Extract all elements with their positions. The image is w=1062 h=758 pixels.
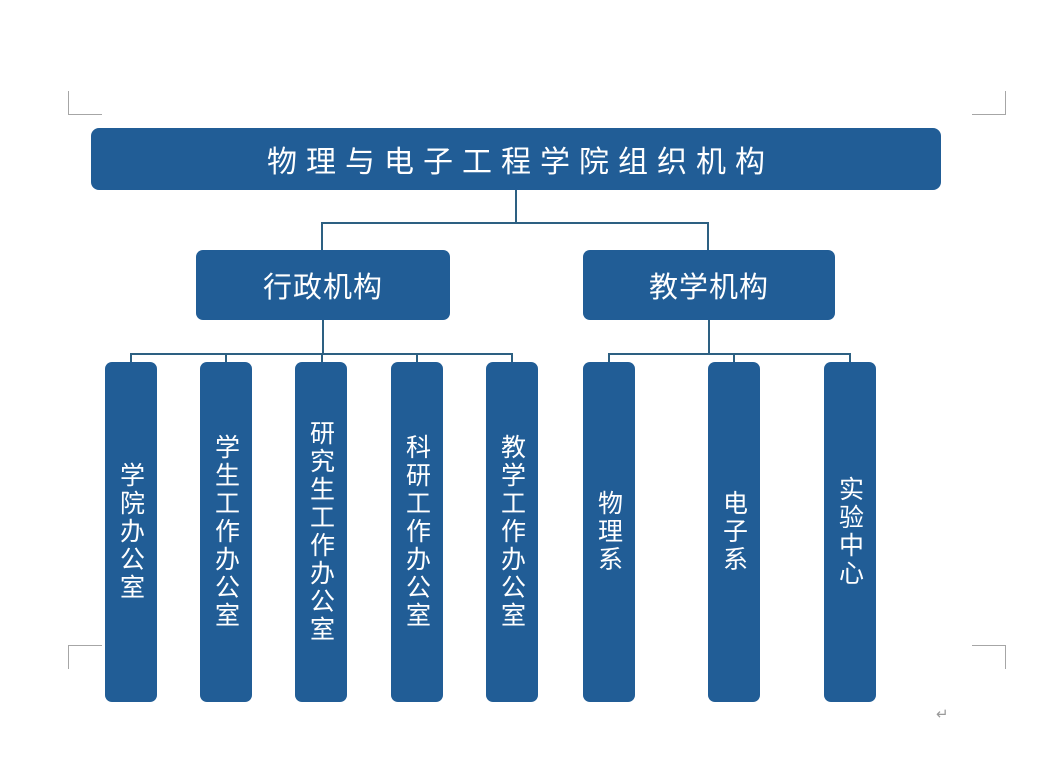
org-node-graduate-affairs-office[interactable]: 研究生工作办公室 <box>295 362 347 702</box>
connector-admin-drop-2 <box>225 353 227 363</box>
org-node-teaching-label: 教学机构 <box>648 270 769 304</box>
org-node-physics-department[interactable]: 物理系 <box>583 362 635 702</box>
org-node-graduate-affairs-office-label: 研究生工作办公室 <box>306 420 336 644</box>
org-node-research-affairs-office-label: 科研工作办公室 <box>402 434 432 630</box>
crop-mark-top-left-icon <box>68 91 102 115</box>
connector-drop-admin <box>321 222 323 251</box>
org-node-student-affairs-office-label: 学生工作办公室 <box>211 434 241 630</box>
connector-admin-drop-3 <box>321 353 323 363</box>
org-node-experiment-center-label: 实验中心 <box>835 476 865 588</box>
connector-teaching-drop-1 <box>608 353 610 363</box>
connector-teaching-stem <box>708 320 710 355</box>
connector-teaching-bus <box>608 353 851 355</box>
org-node-teaching-affairs-office-label: 教学工作办公室 <box>497 434 527 630</box>
org-node-root-label: 物理与电子工程学院组织机构 <box>267 145 774 180</box>
connector-admin-stem <box>322 320 324 355</box>
connector-title-bus <box>321 222 709 224</box>
org-node-electronics-department-label: 电子系 <box>719 490 749 574</box>
org-node-teaching-affairs-office[interactable]: 教学工作办公室 <box>486 362 538 702</box>
connector-teaching-drop-2 <box>733 353 735 363</box>
connector-admin-drop-4 <box>416 353 418 363</box>
crop-mark-bottom-left-icon <box>68 645 102 669</box>
connector-admin-drop-1 <box>130 353 132 363</box>
connector-drop-teaching <box>707 222 709 251</box>
org-node-college-office[interactable]: 学院办公室 <box>105 362 157 702</box>
org-node-research-affairs-office[interactable]: 科研工作办公室 <box>391 362 443 702</box>
connector-title-stem <box>515 190 517 223</box>
org-node-physics-department-label: 物理系 <box>594 490 624 574</box>
crop-mark-bottom-right-icon <box>972 645 1006 669</box>
org-node-college-office-label: 学院办公室 <box>116 462 146 602</box>
org-node-teaching[interactable]: 教学机构 <box>583 250 835 320</box>
connector-admin-drop-5 <box>511 353 513 363</box>
org-node-root[interactable]: 物理与电子工程学院组织机构 <box>91 128 941 190</box>
org-node-electronics-department[interactable]: 电子系 <box>708 362 760 702</box>
crop-mark-top-right-icon <box>972 91 1006 115</box>
org-node-experiment-center[interactable]: 实验中心 <box>824 362 876 702</box>
org-node-administrative-label: 行政机构 <box>262 270 383 304</box>
connector-teaching-drop-3 <box>849 353 851 363</box>
org-node-student-affairs-office[interactable]: 学生工作办公室 <box>200 362 252 702</box>
paragraph-mark-icon: ↵ <box>936 705 949 723</box>
org-node-administrative[interactable]: 行政机构 <box>196 250 450 320</box>
